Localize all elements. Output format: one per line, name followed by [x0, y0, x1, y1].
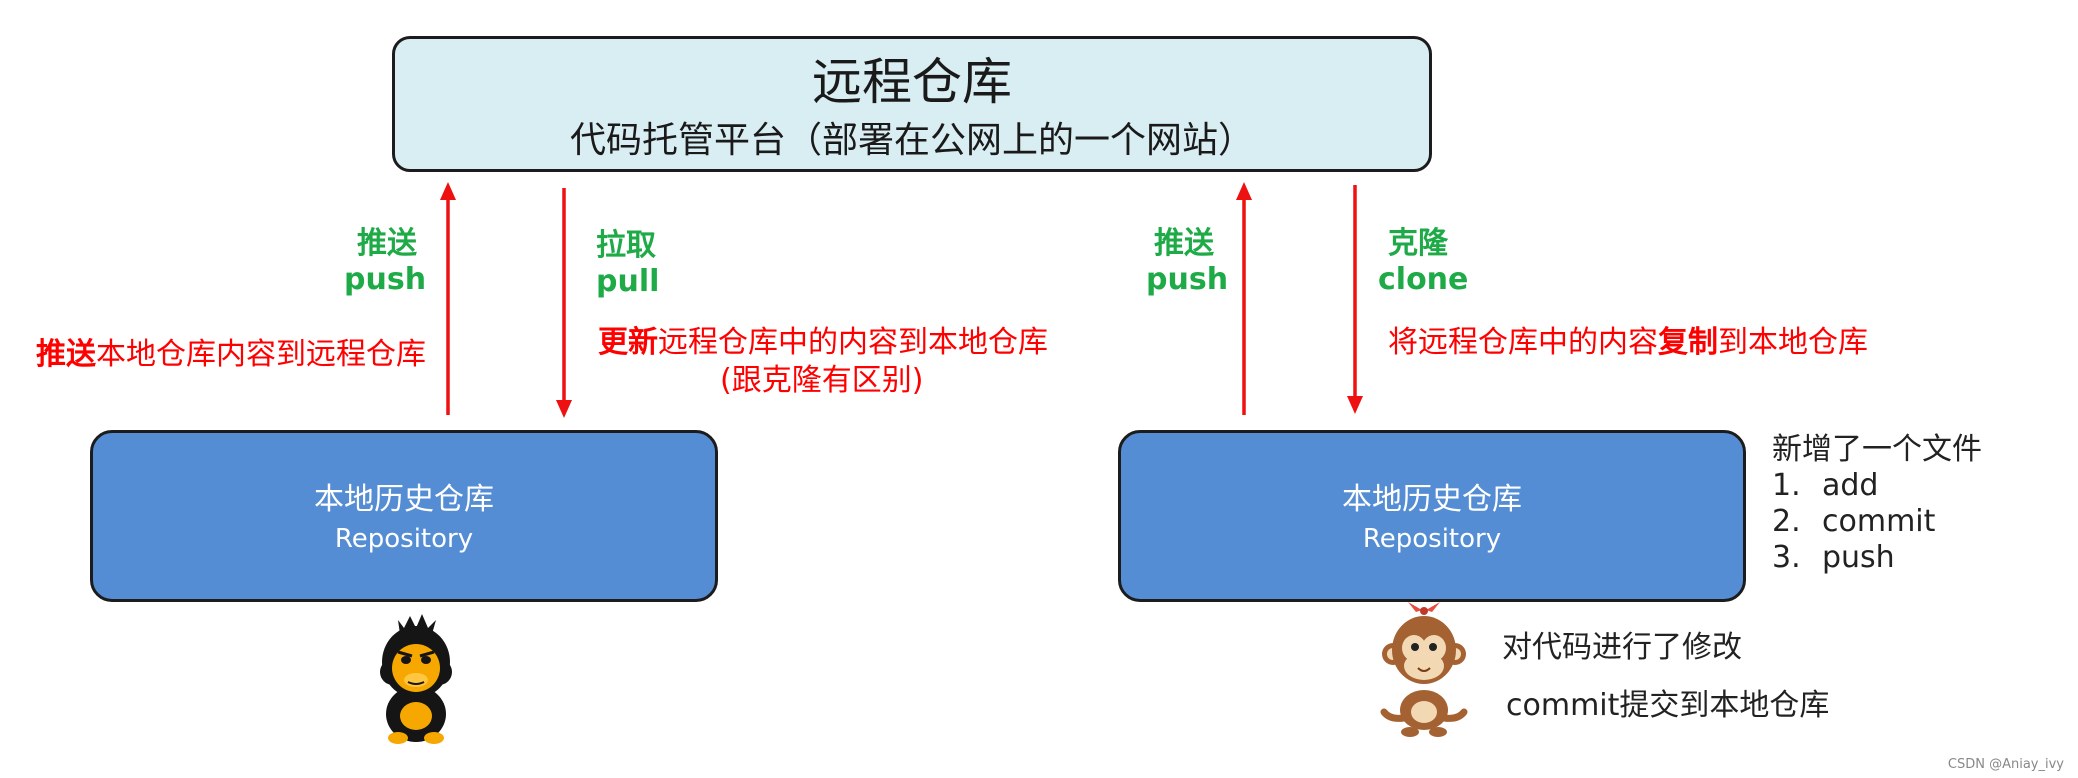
- left-local-repository-box: 本地历史仓库 Repository: [90, 430, 718, 602]
- remote-repository-box: 远程仓库 代码托管平台（部署在公网上的一个网站）: [392, 36, 1432, 172]
- step-text: add: [1822, 468, 1879, 503]
- left-local-repository-subtitle: Repository: [334, 524, 474, 554]
- right-clone-desc-pre: 将远程仓库中的内容: [1388, 325, 1658, 360]
- step-item: 3. push: [1772, 540, 1982, 576]
- steps-list: 新增了一个文件 1. add 2. commit 3. push: [1772, 432, 1982, 576]
- step-number: 2.: [1772, 504, 1801, 539]
- step-item: 1. add: [1772, 468, 1982, 504]
- left-push-desc-rest: 本地仓库内容到远程仓库: [96, 337, 426, 372]
- step-number: 3.: [1772, 540, 1801, 575]
- right-push-label-cn: 推送: [1154, 226, 1214, 261]
- left-push-label-cn: 推送: [357, 226, 417, 261]
- right-push-label-en: push: [1146, 262, 1229, 297]
- commit-note: commit提交到本地仓库: [1506, 688, 1830, 723]
- left-push-arrowhead: [440, 182, 456, 200]
- left-push-desc-bold: 推送: [36, 337, 96, 372]
- step-text: commit: [1822, 504, 1936, 539]
- left-pull-desc-bold: 更新: [598, 325, 658, 360]
- left-local-repository-title: 本地历史仓库: [314, 482, 494, 517]
- left-pull-label-cn: 拉取: [596, 228, 656, 263]
- credit-watermark: CSDN @Aniay_ivy: [1947, 757, 2064, 772]
- left-pull-label: 拉取 pull: [596, 228, 659, 300]
- left-push-label: 推送 push: [344, 226, 426, 298]
- step-item: 2. commit: [1772, 504, 1982, 540]
- right-clone-desc-post: 到本地仓库: [1718, 325, 1868, 360]
- left-pull-desc-rest: 远程仓库中的内容到本地仓库: [658, 325, 1048, 360]
- left-push-description: 推送本地仓库内容到远程仓库: [36, 336, 426, 374]
- right-push-label: 推送 push: [1146, 226, 1228, 298]
- right-local-repository-subtitle: Repository: [1362, 524, 1502, 554]
- step-number: 1.: [1772, 468, 1801, 503]
- brown-monkey-icon: [1380, 602, 1468, 737]
- right-local-repository-box: 本地历史仓库 Repository: [1118, 430, 1746, 602]
- left-pull-arrowhead: [556, 400, 572, 418]
- right-local-repository-title: 本地历史仓库: [1342, 482, 1522, 517]
- right-clone-label: 克隆 clone: [1378, 226, 1468, 298]
- right-clone-label-cn: 克隆: [1388, 226, 1448, 261]
- right-clone-label-en: clone: [1378, 262, 1469, 297]
- black-monkey-icon: [380, 614, 452, 744]
- right-clone-arrowhead: [1347, 396, 1363, 414]
- step-text: push: [1822, 540, 1895, 575]
- left-push-label-en: push: [344, 262, 427, 297]
- right-clone-desc-bold: 复制: [1658, 325, 1718, 360]
- left-pull-description: 更新远程仓库中的内容到本地仓库: [598, 324, 1048, 362]
- right-clone-description: 将远程仓库中的内容复制到本地仓库: [1388, 324, 1868, 362]
- right-push-arrowhead: [1236, 182, 1252, 200]
- left-pull-note: (跟克隆有区别): [720, 363, 924, 398]
- steps-title: 新增了一个文件: [1772, 432, 1982, 467]
- remote-repository-subtitle: 代码托管平台（部署在公网上的一个网站）: [569, 120, 1254, 161]
- left-pull-label-en: pull: [596, 264, 660, 299]
- modify-note: 对代码进行了修改: [1502, 630, 1742, 665]
- remote-repository-title: 远程仓库: [812, 53, 1012, 111]
